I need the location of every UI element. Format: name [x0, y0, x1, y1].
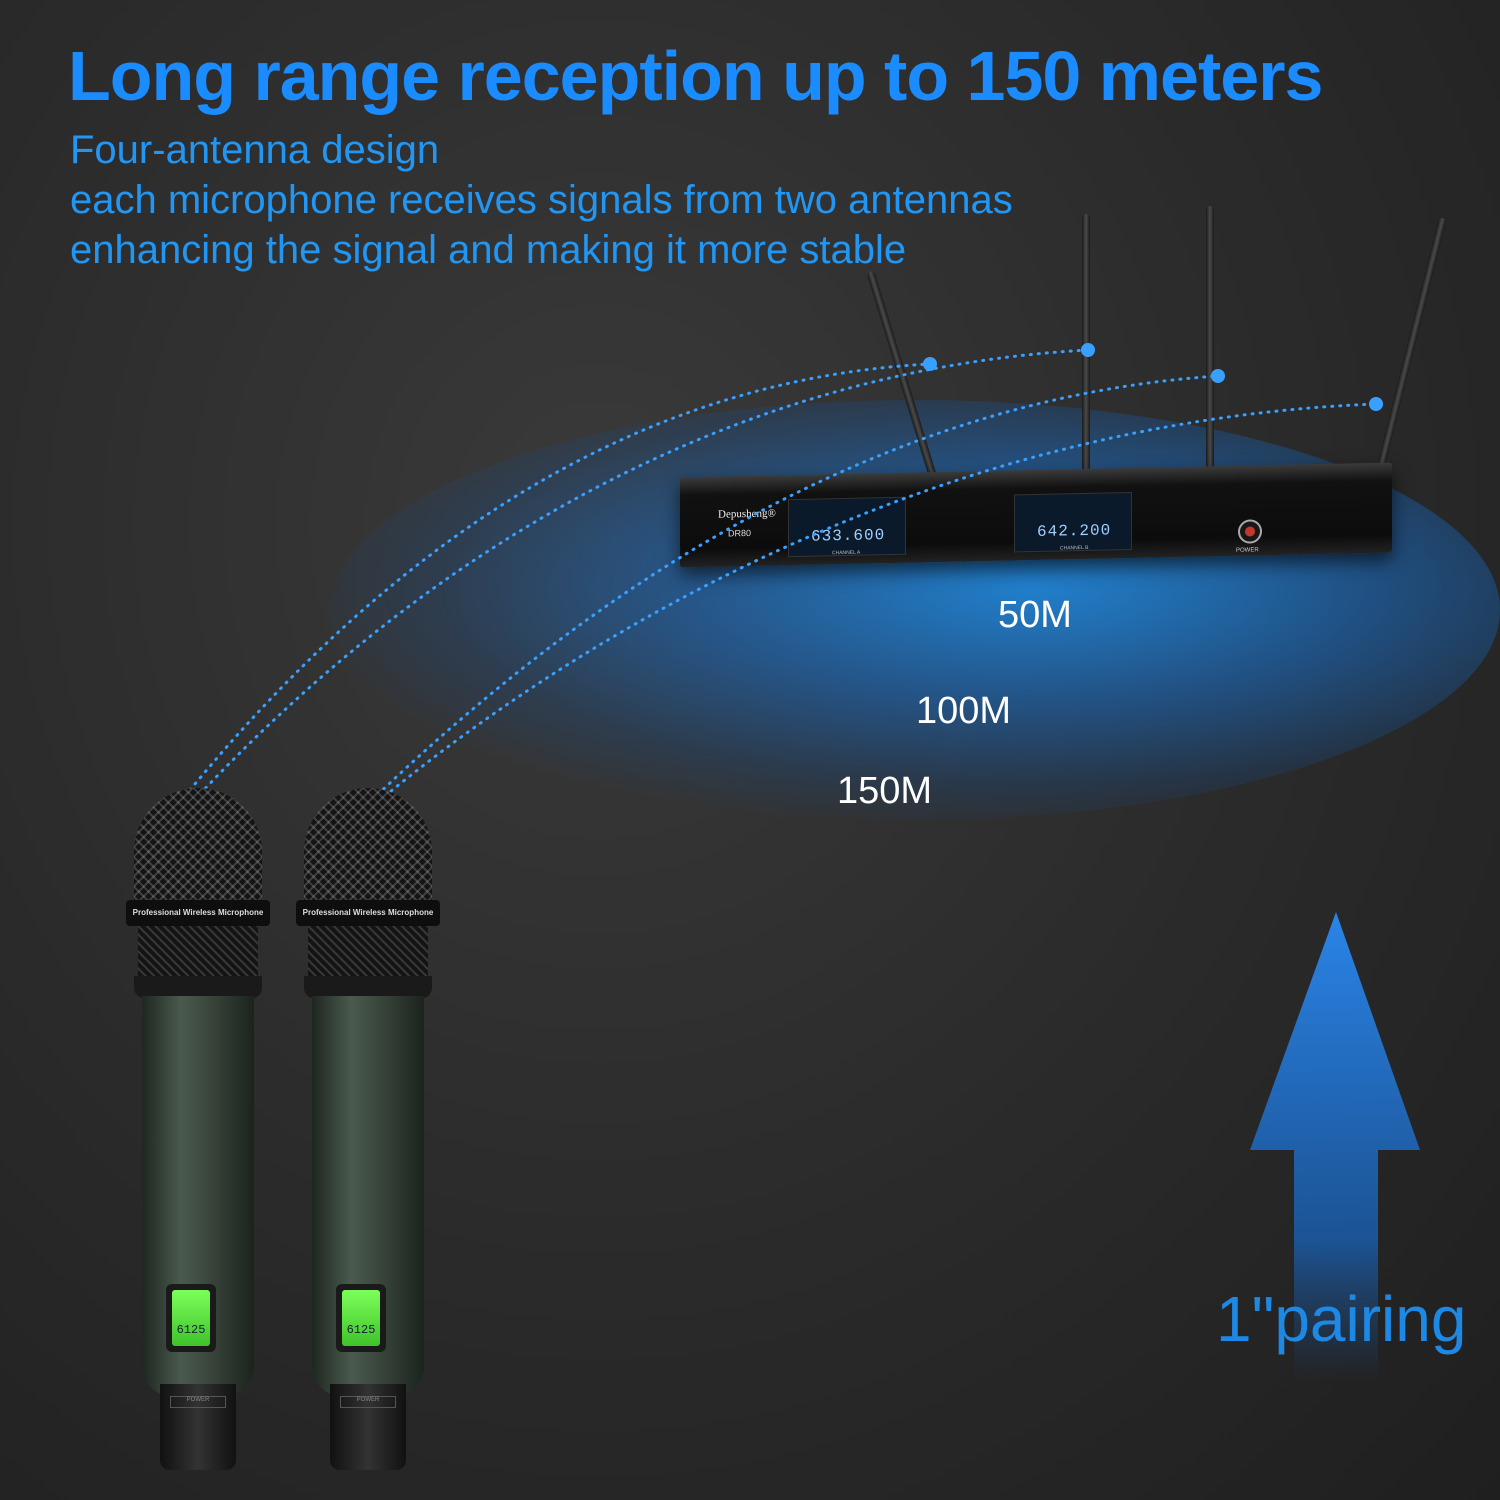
- signal-path-4: [383, 402, 1378, 798]
- subtitle-line-2: each microphone receives signals from tw…: [70, 178, 1013, 222]
- microphone-1: Professional Wireless Microphone 6125 PO…: [126, 788, 270, 1478]
- signal-path-1: [188, 362, 932, 792]
- up-arrow-icon: [1250, 912, 1420, 1382]
- mic-1-display-value: 6125: [172, 1290, 210, 1346]
- range-label-150m: 150M: [837, 770, 933, 812]
- microphone-2: Professional Wireless Microphone 6125 PO…: [296, 788, 440, 1478]
- mic-2-label: Professional Wireless Microphone: [296, 900, 440, 926]
- signal-path-2: [198, 348, 1090, 796]
- range-label-50m: 50M: [998, 594, 1072, 636]
- mic-1-lower-grille: [138, 926, 258, 978]
- signal-path-3: [370, 374, 1220, 802]
- mic-2-display: 6125: [336, 1284, 386, 1352]
- antenna-dot-4: [1369, 397, 1383, 411]
- mic-2-power-label: POWER: [340, 1396, 396, 1408]
- headline: Long range reception up to 150 meters: [68, 37, 1323, 115]
- mic-2-collar: [304, 976, 432, 998]
- subtitle-line-3: enhancing the signal and making it more …: [70, 228, 907, 272]
- mic-2-grille: [304, 788, 432, 918]
- mic-2-display-value: 6125: [342, 1290, 380, 1346]
- pairing-text: 1"pairing: [1216, 1283, 1467, 1355]
- antenna-3: [1206, 206, 1214, 482]
- mic-1-display: 6125: [166, 1284, 216, 1352]
- mic-1-base: POWER: [160, 1384, 236, 1470]
- mic-1-collar: [134, 976, 262, 998]
- mic-2-base: POWER: [330, 1384, 406, 1470]
- mic-1-label: Professional Wireless Microphone: [126, 900, 270, 926]
- mic-1-grille: [134, 788, 262, 918]
- mic-1-power-label: POWER: [170, 1396, 226, 1408]
- mic-2-lower-grille: [308, 926, 428, 978]
- range-label-100m: 100M: [916, 690, 1012, 732]
- subtitle-line-1: Four-antenna design: [70, 128, 440, 172]
- antenna-dot-1: [923, 357, 937, 371]
- antenna-dot-2: [1081, 343, 1095, 357]
- antenna-dot-3: [1211, 369, 1225, 383]
